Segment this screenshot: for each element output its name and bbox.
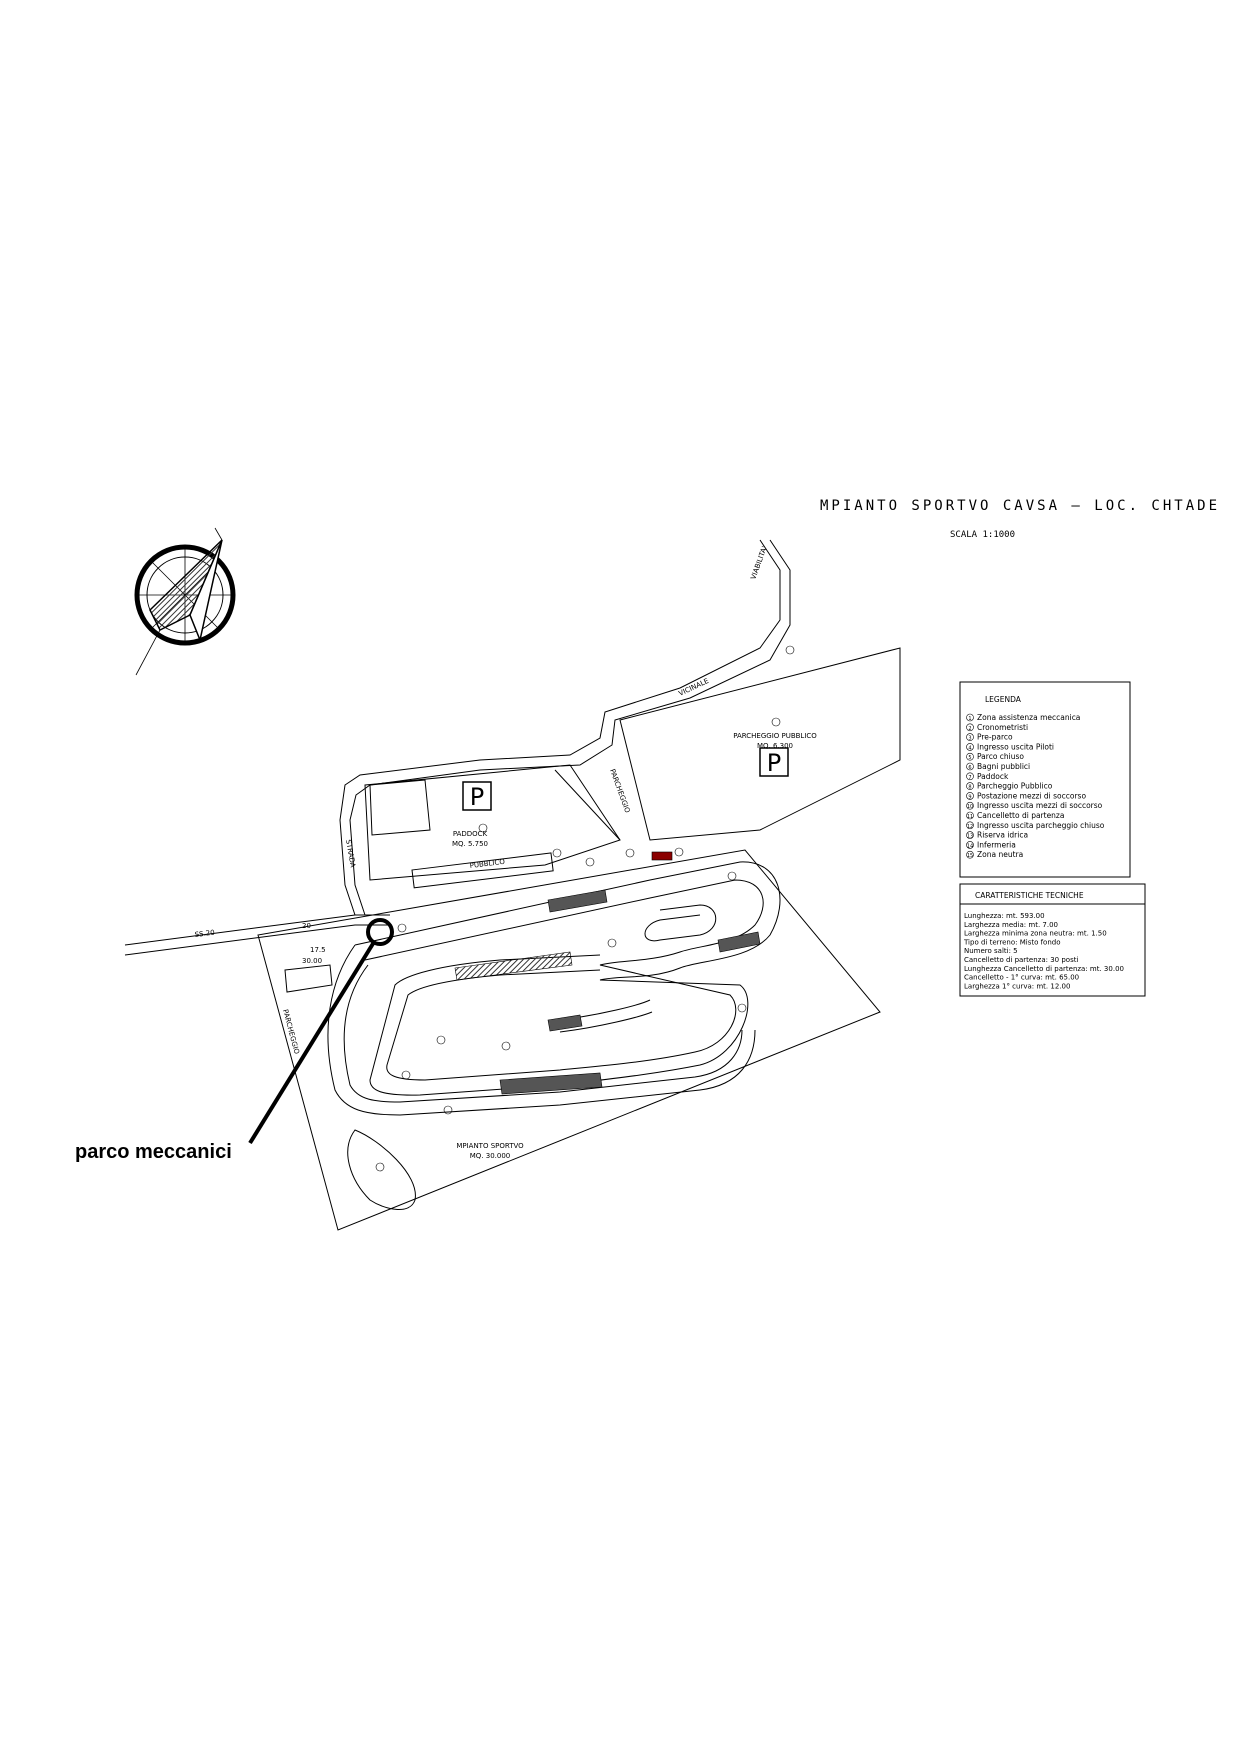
legend-number: 7 <box>968 775 971 781</box>
technical-line: Cancelletto di partenza: 30 posti <box>964 956 1078 964</box>
legend-item-label: Parcheggio Pubblico <box>977 782 1053 791</box>
plan-title: MPIANTO SPORTVO CAVSA – LOC. CHTADE <box>820 498 1220 514</box>
technical-line: Lunghezza: mt. 593.00 <box>964 912 1045 920</box>
legend-item-label: Ingresso uscita Piloti <box>977 742 1054 751</box>
water-reserve-area <box>347 1129 416 1210</box>
technical-line: Larghezza minima zona neutra: mt. 1.50 <box>964 930 1107 938</box>
road-vicinal-label: VICINALE <box>677 677 710 698</box>
legend-item-label: Cronometristi <box>977 723 1028 732</box>
parking-p-label: P <box>470 783 484 811</box>
legend-number: 10 <box>967 804 973 810</box>
site-boundaries <box>257 647 901 1231</box>
road-top-label: VIABILITA' <box>749 545 768 581</box>
road-parcheggio-label: PARCHEGGIO <box>608 768 631 814</box>
roads <box>124 539 791 956</box>
road-left-label: SS.20 <box>194 929 215 939</box>
legend-number-marker <box>966 743 974 751</box>
legend-number-marker <box>966 792 974 800</box>
legend-heading: LEGENDA <box>985 695 1022 704</box>
legend-number: 4 <box>968 745 971 751</box>
callout-label: parco meccanici <box>75 1141 232 1163</box>
parking-sign-icon: P <box>462 781 492 811</box>
legend-items: 1 Zona assistenza meccanica 2 Cronometristi… <box>966 713 1105 859</box>
legend-item-label: Parco chiuso <box>977 752 1024 761</box>
legend-number-marker <box>966 801 974 810</box>
legend-number-marker <box>966 831 974 839</box>
legend-number: 1 <box>968 716 971 722</box>
parking-area: MQ. 6.300 <box>757 742 793 750</box>
dimension-label: 20 <box>302 922 311 930</box>
legend-number: 15 <box>967 853 973 859</box>
parking-p-label: P <box>767 749 781 777</box>
road-left-vertical-label: STRADA <box>344 839 357 868</box>
legend-number: 5 <box>968 755 971 761</box>
legend-item-label: Ingresso uscita mezzi di soccorso <box>977 801 1103 810</box>
north-arrow-compass-icon <box>134 527 236 676</box>
legend-number-marker <box>966 850 974 859</box>
legend-item-label: Ingresso uscita parcheggio chiuso <box>977 821 1105 830</box>
legend-number: 6 <box>968 765 971 771</box>
legend-item-label: Bagni pubblici <box>977 762 1030 771</box>
legend-number-marker <box>966 811 974 820</box>
track-hatched-zones <box>454 889 761 1095</box>
legend-number: 2 <box>968 726 971 732</box>
facility-label: MPIANTO SPORTVO <box>456 1142 524 1150</box>
dimension-label: 17.5 <box>310 946 326 954</box>
legend-number: 11 <box>967 814 973 820</box>
legend-number-marker <box>966 733 974 741</box>
technical-line: Larghezza 1° curva: mt. 12.00 <box>964 982 1070 990</box>
dimension-label: 30.00 <box>302 957 322 965</box>
legend-item-label: Pre-parco <box>977 733 1013 742</box>
legend-number-marker <box>966 752 974 761</box>
legend-item-label: Riserva idrica <box>977 831 1028 840</box>
legend-number-marker <box>966 772 974 781</box>
paddock-area: MQ. 5.750 <box>452 840 488 848</box>
legend-item-label: Zona neutra <box>977 850 1023 859</box>
legend-number-marker <box>966 821 974 830</box>
technical-box <box>959 883 1146 997</box>
callout-leader-line <box>248 940 376 1145</box>
legend-number: 3 <box>968 736 971 742</box>
facility-area: MQ. 30.000 <box>470 1152 511 1160</box>
legend-number: 8 <box>968 785 971 791</box>
technical-line: Tipo di terreno: Misto fondo <box>963 938 1061 946</box>
legend-number-marker <box>966 782 974 790</box>
technical-heading: CARATTERISTICHE TECNICHE <box>975 891 1084 900</box>
legend-item-label: Infermeria <box>977 840 1016 849</box>
parking-sign-icon: P <box>759 747 789 777</box>
technical-line: Lunghezza Cancelletto di partenza: mt. 3… <box>964 965 1124 973</box>
callout-circle <box>366 918 394 946</box>
legend-number-marker <box>966 841 974 849</box>
road-public-label: PUBBLICO <box>469 858 506 870</box>
legend-box <box>959 681 1131 878</box>
technical-line: Larghezza media: mt. 7.00 <box>964 921 1058 929</box>
legend-number-marker <box>966 713 974 722</box>
legend-item-label: Zona assistenza meccanica <box>977 713 1080 722</box>
plan-scale: SCALA 1:1000 <box>950 530 1015 540</box>
legend-item-label: Paddock <box>977 772 1009 781</box>
paddock-label: PADDOCK <box>453 830 488 838</box>
technical-line: Cancelletto - 1° curva: mt. 65.00 <box>964 974 1079 982</box>
legend-item-label: Postazione mezzi di soccorso <box>977 791 1086 800</box>
legend-number-marker <box>966 723 974 732</box>
legend-number: 13 <box>967 834 973 840</box>
building-marker <box>651 851 673 861</box>
legend-item-label: Cancelletto di partenza <box>977 811 1064 820</box>
parking-label: PARCHEGGIO PUBBLICO <box>733 732 817 740</box>
legend-number-marker <box>966 762 974 771</box>
legend-number: 12 <box>967 824 973 830</box>
legend-number: 9 <box>968 794 971 800</box>
technical-line: Numero salti: 5 <box>964 947 1018 955</box>
legend-number: 14 <box>967 843 973 849</box>
track-markers <box>375 645 795 1172</box>
